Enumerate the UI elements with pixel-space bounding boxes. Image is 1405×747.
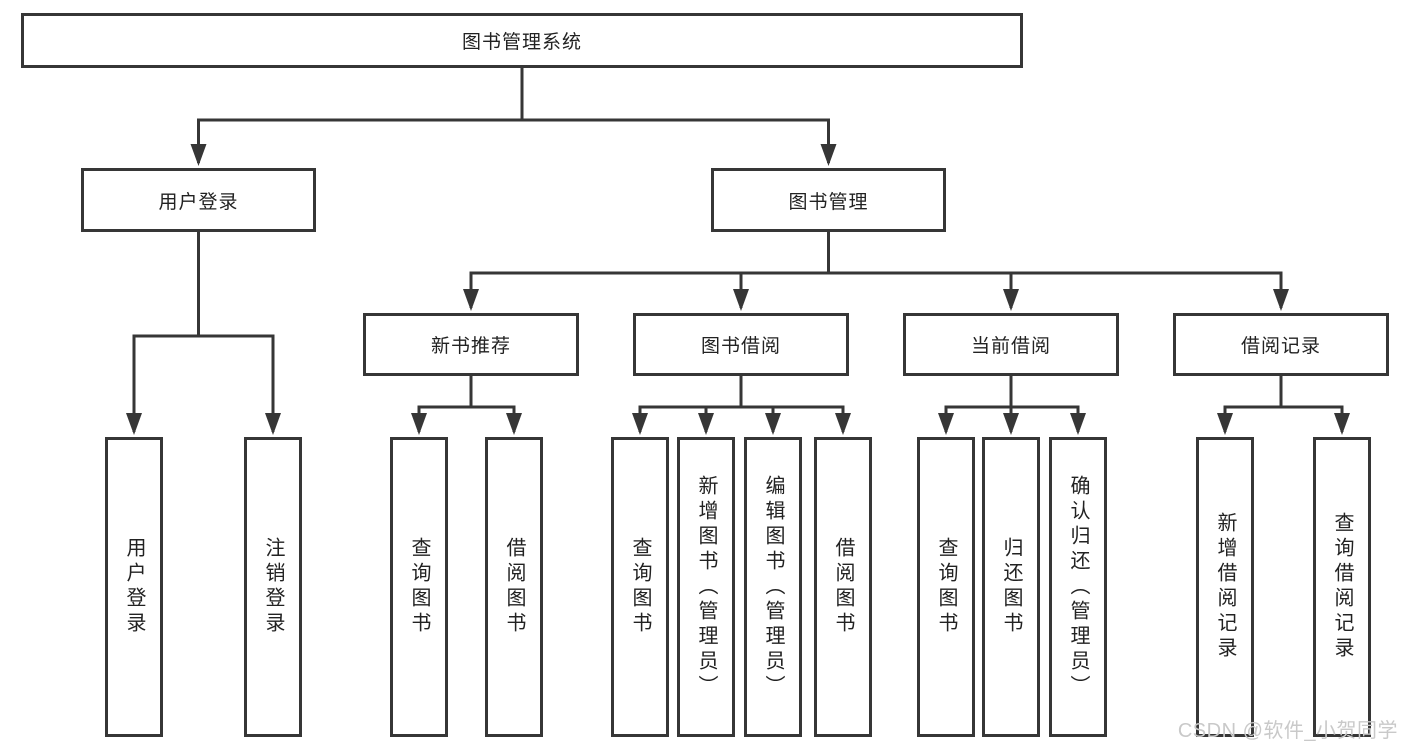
leaf-add-borrow-record-label: 新增借阅记录 — [1214, 512, 1236, 662]
node-borrowing-records-label: 借阅记录 — [1240, 336, 1321, 357]
csdn-watermark: CSDN @软件_小贺同学 — [1177, 720, 1398, 742]
leaf-recommend-query-books-label: 查询图书 — [408, 537, 430, 637]
leaf-user-login: 用户登录 — [105, 437, 163, 737]
node-new-book-recommend-label: 新书推荐 — [430, 336, 511, 357]
node-current-borrowing: 当前借阅 — [903, 313, 1119, 376]
leaf-current-query-books: 查询图书 — [917, 437, 975, 737]
leaf-logout-label: 注销登录 — [262, 537, 284, 637]
node-root-system-label: 图书管理系统 — [461, 32, 582, 53]
leaf-borrowing-borrow-books-label: 借阅图书 — [832, 537, 854, 637]
node-book-borrowing-label: 图书借阅 — [700, 336, 781, 357]
leaf-confirm-return-admin-label: 确认归还（管理员） — [1067, 474, 1089, 700]
node-new-book-recommend: 新书推荐 — [363, 313, 579, 376]
leaf-query-borrow-record-label: 查询借阅记录 — [1331, 512, 1353, 662]
leaf-user-login-label: 用户登录 — [123, 537, 145, 637]
node-book-borrowing: 图书借阅 — [633, 313, 849, 376]
node-root-system: 图书管理系统 — [21, 13, 1023, 68]
leaf-recommend-query-books: 查询图书 — [390, 437, 448, 737]
leaf-logout: 注销登录 — [244, 437, 302, 737]
leaf-edit-books-admin-label: 编辑图书（管理员） — [762, 474, 784, 700]
leaf-recommend-borrow-books-label: 借阅图书 — [503, 537, 525, 637]
leaf-confirm-return-admin: 确认归还（管理员） — [1049, 437, 1107, 737]
leaf-edit-books-admin: 编辑图书（管理员） — [744, 437, 802, 737]
leaf-query-borrow-record: 查询借阅记录 — [1313, 437, 1371, 737]
node-user-login-branch-label: 用户登录 — [158, 191, 239, 213]
leaf-borrowing-borrow-books: 借阅图书 — [814, 437, 872, 737]
node-borrowing-records: 借阅记录 — [1173, 313, 1389, 376]
leaf-current-query-books-label: 查询图书 — [935, 537, 957, 637]
node-current-borrowing-label: 当前借阅 — [970, 336, 1051, 357]
leaf-add-books-admin-label: 新增图书（管理员） — [695, 474, 717, 700]
leaf-add-books-admin: 新增图书（管理员） — [677, 437, 735, 737]
leaf-recommend-borrow-books: 借阅图书 — [485, 437, 543, 737]
node-book-management-label: 图书管理 — [788, 191, 869, 213]
node-user-login-branch: 用户登录 — [81, 168, 316, 232]
leaf-return-books-label: 归还图书 — [1000, 537, 1022, 637]
leaf-add-borrow-record: 新增借阅记录 — [1196, 437, 1254, 737]
leaf-borrowing-query-books: 查询图书 — [611, 437, 669, 737]
leaf-return-books: 归还图书 — [982, 437, 1040, 737]
node-book-management: 图书管理 — [711, 168, 946, 232]
leaf-borrowing-query-books-label: 查询图书 — [629, 537, 651, 637]
